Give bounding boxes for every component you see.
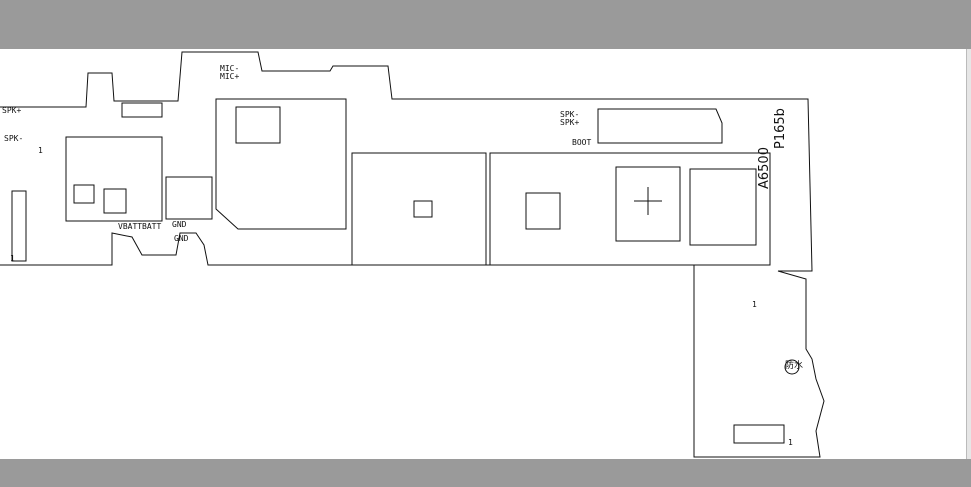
soc-block-frame xyxy=(489,152,771,266)
top-connector xyxy=(121,102,163,118)
spk-plus-right-label: SPK+ xyxy=(560,118,580,127)
waterproof-mark xyxy=(784,359,800,375)
mic-plus-label: MIC+ xyxy=(220,72,240,81)
sim-block xyxy=(103,188,127,214)
board-id-label: A6500 xyxy=(757,147,772,189)
spk-minus-right-label: SPK- xyxy=(560,110,580,119)
wifi-block-frame xyxy=(597,108,723,144)
display-connector xyxy=(11,190,27,262)
batt-label: BATT xyxy=(142,222,162,231)
rf-block-frame xyxy=(215,98,347,230)
vertical-scrollbar[interactable] xyxy=(966,49,971,459)
emmc-chip xyxy=(525,192,561,230)
pin-one-left: 1 xyxy=(38,146,43,155)
pmic-chip xyxy=(73,184,95,204)
charger-frame xyxy=(165,176,213,220)
pmic-frame xyxy=(65,136,163,222)
rf-chip xyxy=(235,106,281,144)
cpu-chip xyxy=(413,200,433,218)
board-outline xyxy=(0,51,825,458)
boot-label: BOOT xyxy=(572,138,592,147)
bottom-connector xyxy=(733,424,785,444)
pin-one-bottom: 1 xyxy=(788,438,793,447)
gnd-bottom-label: GND xyxy=(174,234,189,243)
pcb-layout-drawing xyxy=(0,51,825,458)
spk-plus-left-label: SPK+ xyxy=(2,106,22,115)
cpu-block-frame xyxy=(351,152,487,266)
pcb-silkscreen-canvas: SPK+ SPK- MIC- MIC+ SPK- SPK+ BOOT VBATT… xyxy=(0,49,971,459)
pin-one-connector: 1 xyxy=(10,254,15,263)
top-frame-bar xyxy=(0,0,971,49)
soc-chip xyxy=(615,166,681,242)
pin-one-side: 1 xyxy=(752,300,757,309)
spk-minus-left-label: SPK- xyxy=(4,134,24,143)
ram-chip xyxy=(689,168,757,246)
board-rev-label: P165b xyxy=(773,108,788,149)
gnd-top-label: GND xyxy=(172,220,187,229)
vbatt-label: VBATT xyxy=(118,222,143,231)
waterproof-label: 防水 xyxy=(785,361,804,371)
bottom-frame-bar xyxy=(0,459,971,487)
mic-minus-label: MIC- xyxy=(220,64,240,73)
